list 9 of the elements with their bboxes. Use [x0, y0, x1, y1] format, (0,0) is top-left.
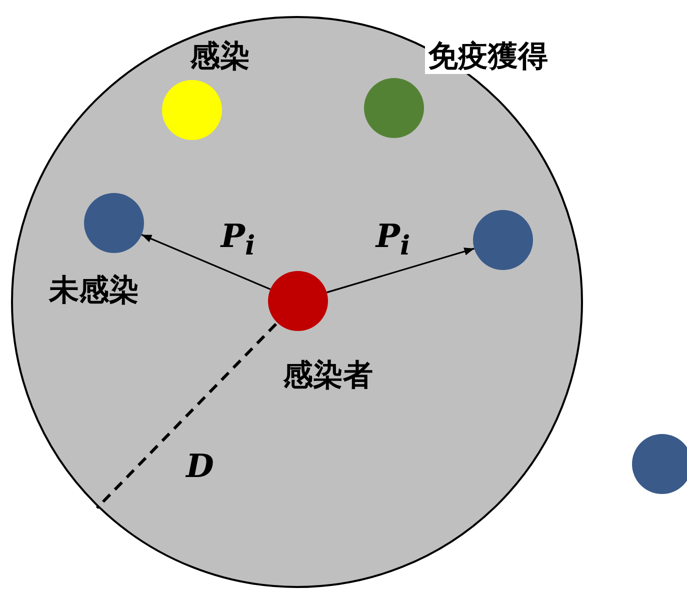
node-label: 感染者 — [283, 361, 373, 391]
radius-label: D — [186, 450, 214, 482]
edge-label: P$_{i}$ — [220, 220, 256, 260]
arrow — [141, 234, 271, 290]
susceptible-dot — [632, 434, 687, 494]
edge-label: P$_{i}$ — [376, 220, 410, 260]
node-label: 感染 — [190, 42, 250, 72]
node-label: 未感染 — [49, 276, 139, 306]
arrow — [326, 248, 474, 294]
